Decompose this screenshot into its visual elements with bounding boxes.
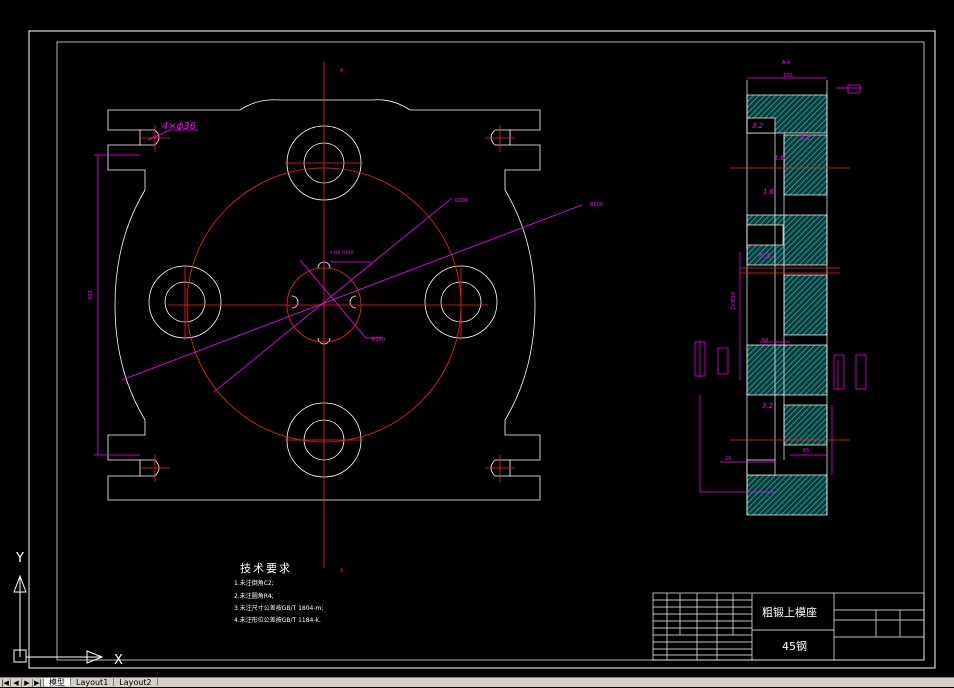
tab-model[interactable]: 模型 [44,678,71,687]
dim-m10: 2×M10 [731,292,737,310]
ucs-icon [13,574,104,664]
rough-2: 3.2 [800,134,812,142]
dim-50: 50 [762,338,768,344]
rough-1: 3.2 [752,122,764,130]
plan-dimensions [94,129,583,456]
tab-layout1[interactable]: Layout1 [71,678,115,687]
material: 45钢 [782,640,807,653]
tap-callout: 4-M8-7H/10 [330,250,354,255]
dim-25: 25 [725,456,731,462]
vertical-dim-label: 430 [88,290,94,300]
r500-label: R500 [590,202,603,208]
tab-layout2[interactable]: Layout2 [114,678,158,687]
title-block [652,592,925,661]
note-item-1: 1.未注倒角C2; [234,580,274,587]
note-item-2: 2.未注圆角R4; [234,593,274,600]
tab-nav-next-button[interactable]: ▶ [22,679,33,687]
note-item-3: 3.未注尺寸公差按GB/T 1804-m; [234,605,324,612]
plan-centerlines [140,62,515,568]
rough-5: 6.3 [759,252,770,260]
ucs-y-label: Y [15,551,24,566]
tab-nav-last-button[interactable]: ▶| [33,679,44,687]
outer-frame [28,30,936,669]
inner-frame [56,41,925,661]
dim-65: 65 [803,448,809,454]
rough-6: 3.2 [762,402,774,410]
rough-4: 1.6 [763,188,775,196]
r200-label: R200 [455,198,468,204]
dim-width: 100 [783,73,793,79]
note-item-4: 4.未注形位公差按GB/T 1184-k. [234,617,321,624]
section-mark-top: A [340,68,344,74]
tab-nav-prev-button[interactable]: ◀ [11,679,22,687]
r100-label: R100 [372,337,385,343]
ucs-x-label: X [114,653,123,668]
part-name: 粗锻上模座 [762,605,817,619]
hole-callout: 4×ϕ36 [162,121,196,132]
notes-title: 技术要求 [240,562,292,575]
section-title: A-A [782,60,791,66]
section-mark-bottom: A [340,568,344,574]
section-view [694,77,867,516]
rough-3: 1.6 [774,154,786,162]
tab-nav-first-button[interactable]: |◀ [0,679,11,687]
